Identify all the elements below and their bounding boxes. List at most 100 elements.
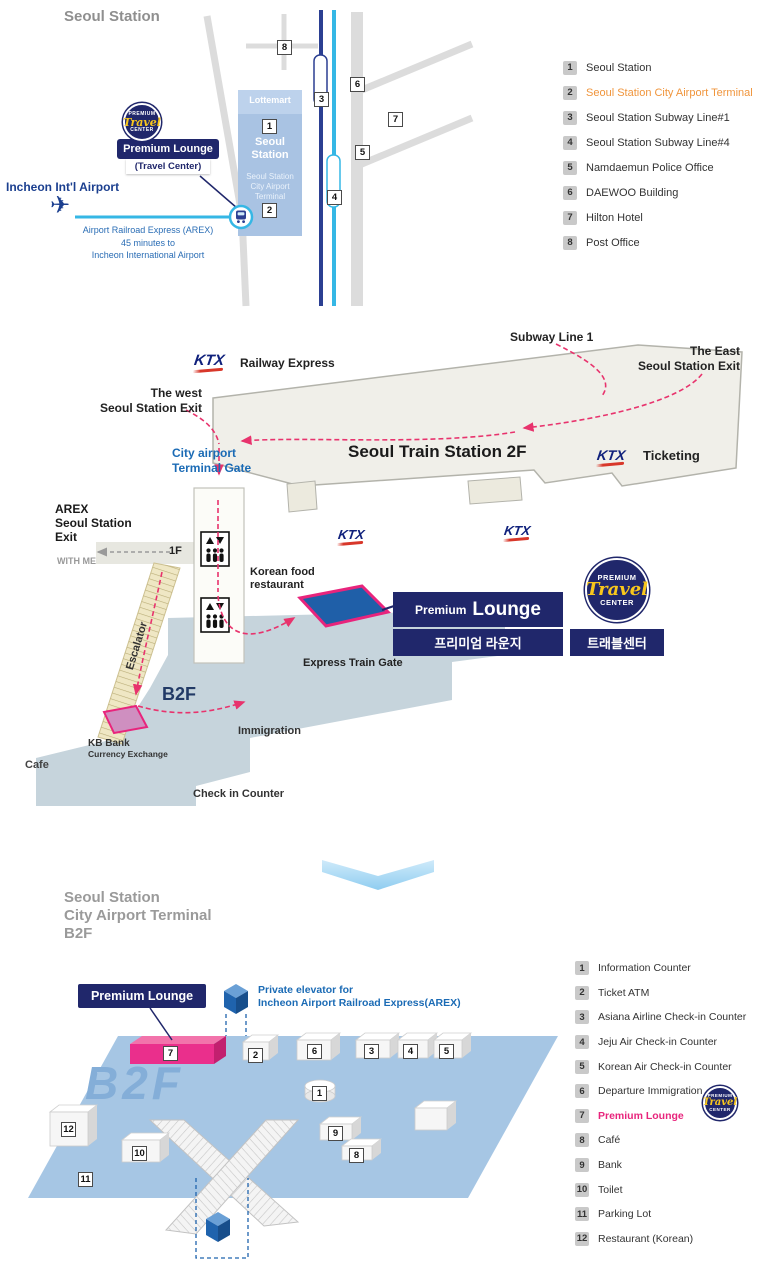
- travel-center-banner-kr: 트래블센터: [570, 629, 664, 656]
- bottom-title: Seoul Station City Airport Terminal B2F: [64, 889, 212, 942]
- premium-lounge-banner: Premium Lounge: [393, 592, 563, 627]
- elevator-column: [193, 487, 245, 664]
- elevator-icon: [200, 531, 230, 567]
- train-station-icon: [228, 204, 254, 230]
- premium-lounge-label-bottom: Premium Lounge: [78, 984, 206, 1008]
- seoul-station-block-label: Seoul Station: [251, 136, 289, 161]
- counter-blocks: [48, 1032, 473, 1163]
- premium-travel-center-badge: PREMIUM Travel CENTER: [703, 1086, 737, 1120]
- east-exit-label: The East Seoul Station Exit: [637, 344, 740, 373]
- kb-bank-block: [102, 704, 149, 735]
- floor-tab-right: [467, 476, 523, 505]
- floor-tab-left: [286, 480, 318, 513]
- elevator-guide-lines: [225, 1014, 247, 1036]
- arex-exit-label: AREX Seoul Station Exit: [55, 502, 132, 544]
- top-map-marker-1: 1: [262, 119, 277, 134]
- lottemart-block: [238, 90, 302, 114]
- b2f-marker-7: 7: [163, 1046, 178, 1061]
- badge-center-text: CENTER: [130, 126, 154, 133]
- kb-bank-label: KB Bank Currency Exchange: [88, 738, 168, 759]
- badge-travel-text: Travel: [123, 115, 161, 129]
- ktx-logo: KTX: [595, 447, 626, 467]
- korean-food-label: Korean food restaurant: [250, 566, 315, 591]
- arex-caption: Airport Railroad Express (AREX) 45 minut…: [58, 224, 238, 262]
- b2f-marker-4: 4: [403, 1044, 418, 1059]
- express-train-gate-label: Express Train Gate: [303, 657, 403, 669]
- b2f-marker-9: 9: [328, 1126, 343, 1141]
- b2f-marker-10: 10: [132, 1146, 147, 1161]
- b2f-marker-3: 3: [364, 1044, 379, 1059]
- check-in-counter-label: Check in Counter: [193, 788, 285, 800]
- cafe-label: Cafe: [25, 759, 49, 771]
- premium-travel-center-badge: PREMIUM Travel CENTER: [585, 558, 649, 622]
- b2f-marker-12: 12: [61, 1122, 76, 1137]
- station-2f-title: Seoul Train Station 2F: [348, 442, 527, 461]
- premium-lounge-callout: Premium Lounge: [117, 139, 219, 159]
- b2f-watermark: B2F: [85, 1057, 184, 1109]
- ktx-logo: KTX: [192, 352, 225, 373]
- top-map-marker-5: 5: [355, 145, 370, 160]
- b2f-marker-11: 11: [78, 1172, 93, 1187]
- b2f-marker-1: 1: [312, 1086, 327, 1101]
- subway-line1-label: Subway Line 1: [510, 330, 594, 344]
- top-map-marker-4: 4: [327, 190, 342, 205]
- top-map-marker-8: 8: [277, 40, 292, 55]
- lounge-pointer-line: [381, 605, 395, 611]
- escalator-band-middle: [97, 562, 181, 745]
- top-map-marker-3: 3: [314, 92, 329, 107]
- elevator-shaft-outline: [195, 1178, 249, 1259]
- b2f-marker-6: 6: [307, 1044, 322, 1059]
- city-airport-terminal-block-label: Seoul Station City Airport Terminal: [246, 172, 294, 201]
- top-map-marker-7: 7: [388, 112, 403, 127]
- route-arrows: [132, 343, 703, 714]
- b2f-middle-floor: [36, 610, 505, 806]
- ktx-logo: KTX: [336, 527, 365, 546]
- callout-pointer-line: [199, 175, 238, 209]
- arex-caption-line3: Incheon International Airport: [91, 250, 205, 260]
- travel-center-callout: (Travel Center): [126, 159, 210, 174]
- top-map-title: Seoul Station: [64, 8, 160, 25]
- b2f-marker-8: 8: [349, 1148, 364, 1163]
- premium-travel-center-badge: PREMIUM Travel CENTER: [123, 103, 161, 141]
- with-me-label: WITH ME: [57, 556, 96, 566]
- station-2f-floor: [212, 344, 743, 487]
- b2f-label-middle: B2F: [162, 684, 197, 704]
- top-map-marker-6: 6: [350, 77, 365, 92]
- down-chevron: [322, 860, 434, 890]
- private-elevator-cube-icon: [224, 984, 248, 1014]
- immigration-label: Immigration: [238, 725, 301, 737]
- airplane-icon: ✈: [50, 192, 71, 219]
- b2f-marker-5: 5: [439, 1044, 454, 1059]
- arex-passage: [96, 542, 196, 564]
- incheon-airport-label: Incheon Int'l Airport: [6, 180, 120, 194]
- city-airport-gate-label: City airport Terminal Gate: [172, 446, 252, 475]
- badge-premium-text: PREMIUM: [128, 110, 156, 117]
- floor-1f-label: 1F: [169, 545, 182, 557]
- railway-express-label: Railway Express: [240, 356, 335, 370]
- elevator-icon: [200, 597, 230, 633]
- arex-caption-line2: 45 minutes to: [120, 237, 176, 248]
- b2f-marker-2: 2: [248, 1048, 263, 1063]
